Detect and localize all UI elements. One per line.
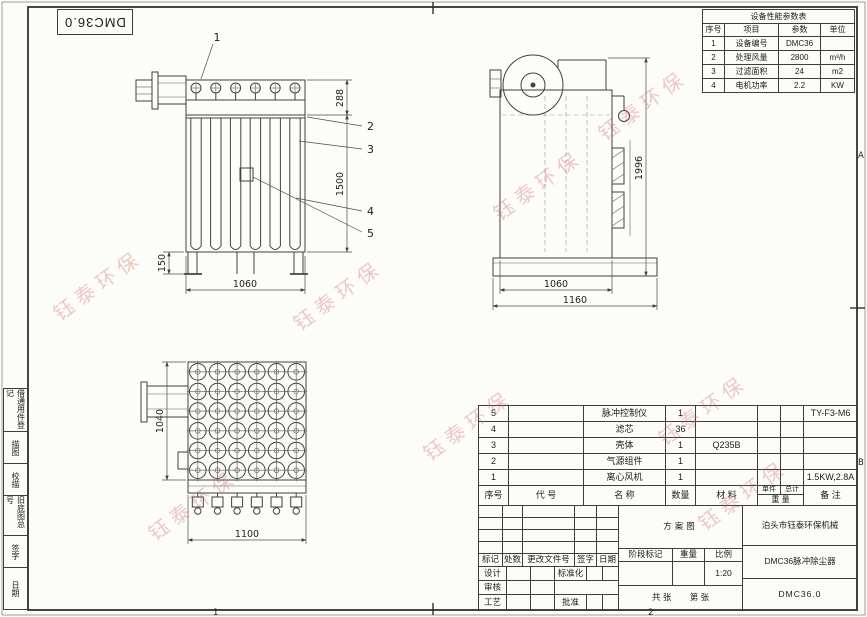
signature-table: 设计 标准化 审核 工艺 批准 [478, 566, 619, 611]
front-callouts: 1 2 3 4 5 [200, 31, 374, 240]
dim-1060-front: 1060 [233, 279, 257, 290]
dim-1160: 1160 [563, 295, 587, 306]
revision-header-row: 标记 处数 更改文件号 签字 日期 [478, 553, 619, 567]
callout-4: 4 [367, 205, 374, 218]
reg-cell: 旧底图总号 [3, 496, 28, 536]
side-dimensions: 1996 1060 1160 [492, 57, 658, 310]
reg-cell: 借通用件登记 [3, 388, 28, 432]
dim-288: 288 [335, 89, 346, 107]
company-name: 泊头市钰泰环保机械 [742, 505, 858, 546]
product-name: DMC36脉冲除尘器 [742, 545, 858, 579]
callout-3: 3 [367, 143, 374, 156]
title-block-right: 泊头市钰泰环保机械 DMC36脉冲除尘器 DMC36.0 [742, 505, 858, 611]
bom-header-row: 序号代 号名 称 数量材 料 单件总计 重 量 备 注 [478, 485, 858, 506]
reg-cell: 描图 [3, 432, 28, 464]
dim-1060-side: 1060 [544, 279, 568, 290]
zone-label-b: B [858, 458, 864, 468]
reg-cell: 日期 [3, 568, 28, 610]
dim-1996: 1996 [634, 156, 645, 180]
top-left-stamp: DMC36.0 [57, 9, 133, 35]
top-dimensions: 1040 1100 [155, 361, 307, 544]
zone-label-1: 1 [213, 608, 218, 617]
scale-value: 1:20 [703, 561, 744, 586]
front-dimensions: 288 1500 150 1060 [157, 79, 352, 294]
callout-2: 2 [367, 120, 374, 133]
zone-label-2: 2 [648, 608, 653, 617]
revision-table: 标记 处数 更改文件号 签字 日期 [478, 505, 619, 567]
dim-1100: 1100 [235, 529, 259, 540]
callout-5: 5 [367, 227, 374, 240]
drawing-number: DMC36.0 [742, 578, 858, 611]
front-view [135, 71, 308, 275]
reg-cell: 校描 [3, 464, 28, 496]
dim-1500: 1500 [335, 172, 346, 196]
title-block-middle: 方案图 阶段标记 重量 比例 1:20 共 张 第 张 [617, 505, 744, 611]
stamp-text: DMC36.0 [64, 14, 126, 30]
scheme-label: 方案图 [617, 505, 744, 549]
callout-1: 1 [214, 31, 221, 44]
reg-cell: 签字 [3, 536, 28, 568]
dim-150: 150 [157, 254, 168, 272]
dim-1040: 1040 [155, 409, 166, 433]
params-title: 设备性能参数表 [702, 9, 855, 24]
side-view [489, 54, 658, 277]
zone-label-a: A [858, 151, 864, 161]
registration-column: 借通用件登记 描图 校描 旧底图总号 签字 日期 [3, 388, 28, 610]
top-view [140, 360, 308, 515]
